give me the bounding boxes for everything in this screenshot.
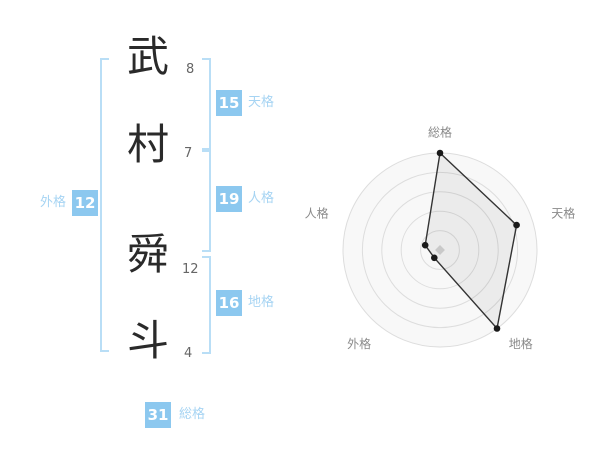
gaikaku-value-badge: 12 <box>72 190 98 216</box>
gaikaku-bracket <box>100 58 109 352</box>
chikaku-value-badge: 16 <box>216 290 242 316</box>
radar-data-point <box>513 221 520 229</box>
chikaku-label: 地格 <box>248 295 275 310</box>
name-char-4: 斗 <box>127 316 170 365</box>
stroke-count-4: 4 <box>184 346 193 361</box>
jinkaku-label: 人格 <box>248 191 275 206</box>
radar-axis-label: 天格 <box>551 205 575 220</box>
radar-grid-ring <box>361 171 519 329</box>
radar-data-polygon <box>424 151 518 331</box>
name-char-1: 武 <box>127 32 170 81</box>
stroke-count-2: 7 <box>184 146 193 161</box>
radar-axis-label: 地格 <box>509 336 533 351</box>
tenkaku-bracket <box>202 58 211 150</box>
jinkaku-value-badge: 19 <box>216 186 242 212</box>
name-char-3: 舜 <box>127 230 170 279</box>
tenkaku-label: 天格 <box>248 95 275 110</box>
gaikaku-label: 外格 <box>40 195 67 210</box>
soukaku-label: 総格 <box>179 407 206 422</box>
radar-data-point <box>436 149 444 157</box>
radar-data-point <box>493 325 501 332</box>
radar-data-point <box>421 241 429 249</box>
soukaku-value-badge: 31 <box>145 402 171 428</box>
chikaku-bracket <box>202 256 211 354</box>
jinkaku-bracket <box>202 150 211 252</box>
tenkaku-value-badge: 15 <box>216 90 242 116</box>
stroke-count-3: 12 <box>182 262 199 277</box>
radar-grid-ring <box>400 210 480 290</box>
radar-axis-label: 人格 <box>305 205 329 220</box>
radar-center-mark <box>435 245 445 255</box>
radar-grid-ring <box>420 230 460 270</box>
stroke-count-1: 8 <box>186 62 195 77</box>
radar-axis-label: 外格 <box>347 336 371 351</box>
name-char-2: 村 <box>127 120 170 169</box>
radar-axis-label: 総格 <box>428 125 452 140</box>
radar-data-point <box>431 254 438 262</box>
radar-grid-ring <box>381 191 499 309</box>
